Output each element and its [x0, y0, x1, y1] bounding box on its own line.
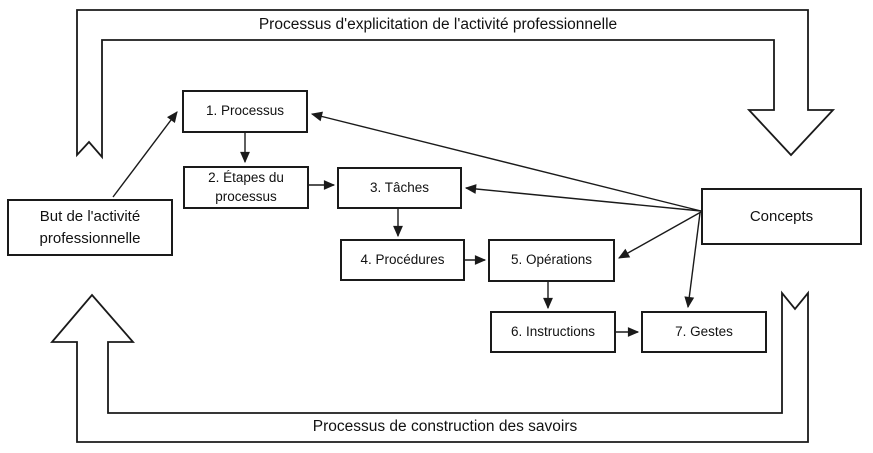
edge-but-to-processus	[112, 111, 178, 198]
bottom-banner-arrow	[50, 290, 809, 443]
node-procedures: 4. Procédures	[340, 239, 465, 281]
node-taches: 3. Tâches	[337, 167, 462, 209]
top-banner-label: Processus d'explicitation de l'activité …	[258, 16, 618, 33]
node-concepts: Concepts	[701, 188, 862, 245]
edge-concepts-to-taches	[464, 184, 702, 212]
edge-concepts-to-operations	[618, 211, 702, 259]
node-but-activite: But de l'activité professionnelle	[7, 199, 173, 256]
node-instructions: 6. Instructions	[490, 311, 616, 353]
edge-concepts-to-processus	[310, 111, 702, 212]
node-operations: 5. Opérations	[488, 239, 615, 282]
bottom-banner-label: Processus de construction des savoirs	[312, 418, 578, 435]
node-gestes: 7. Gestes	[641, 311, 767, 353]
top-banner-arrow	[76, 9, 836, 160]
node-processus: 1. Processus	[182, 90, 308, 133]
node-etapes-du-processus: 2. Étapes du processus	[183, 166, 309, 209]
edge-concepts-to-gestes	[684, 212, 701, 309]
